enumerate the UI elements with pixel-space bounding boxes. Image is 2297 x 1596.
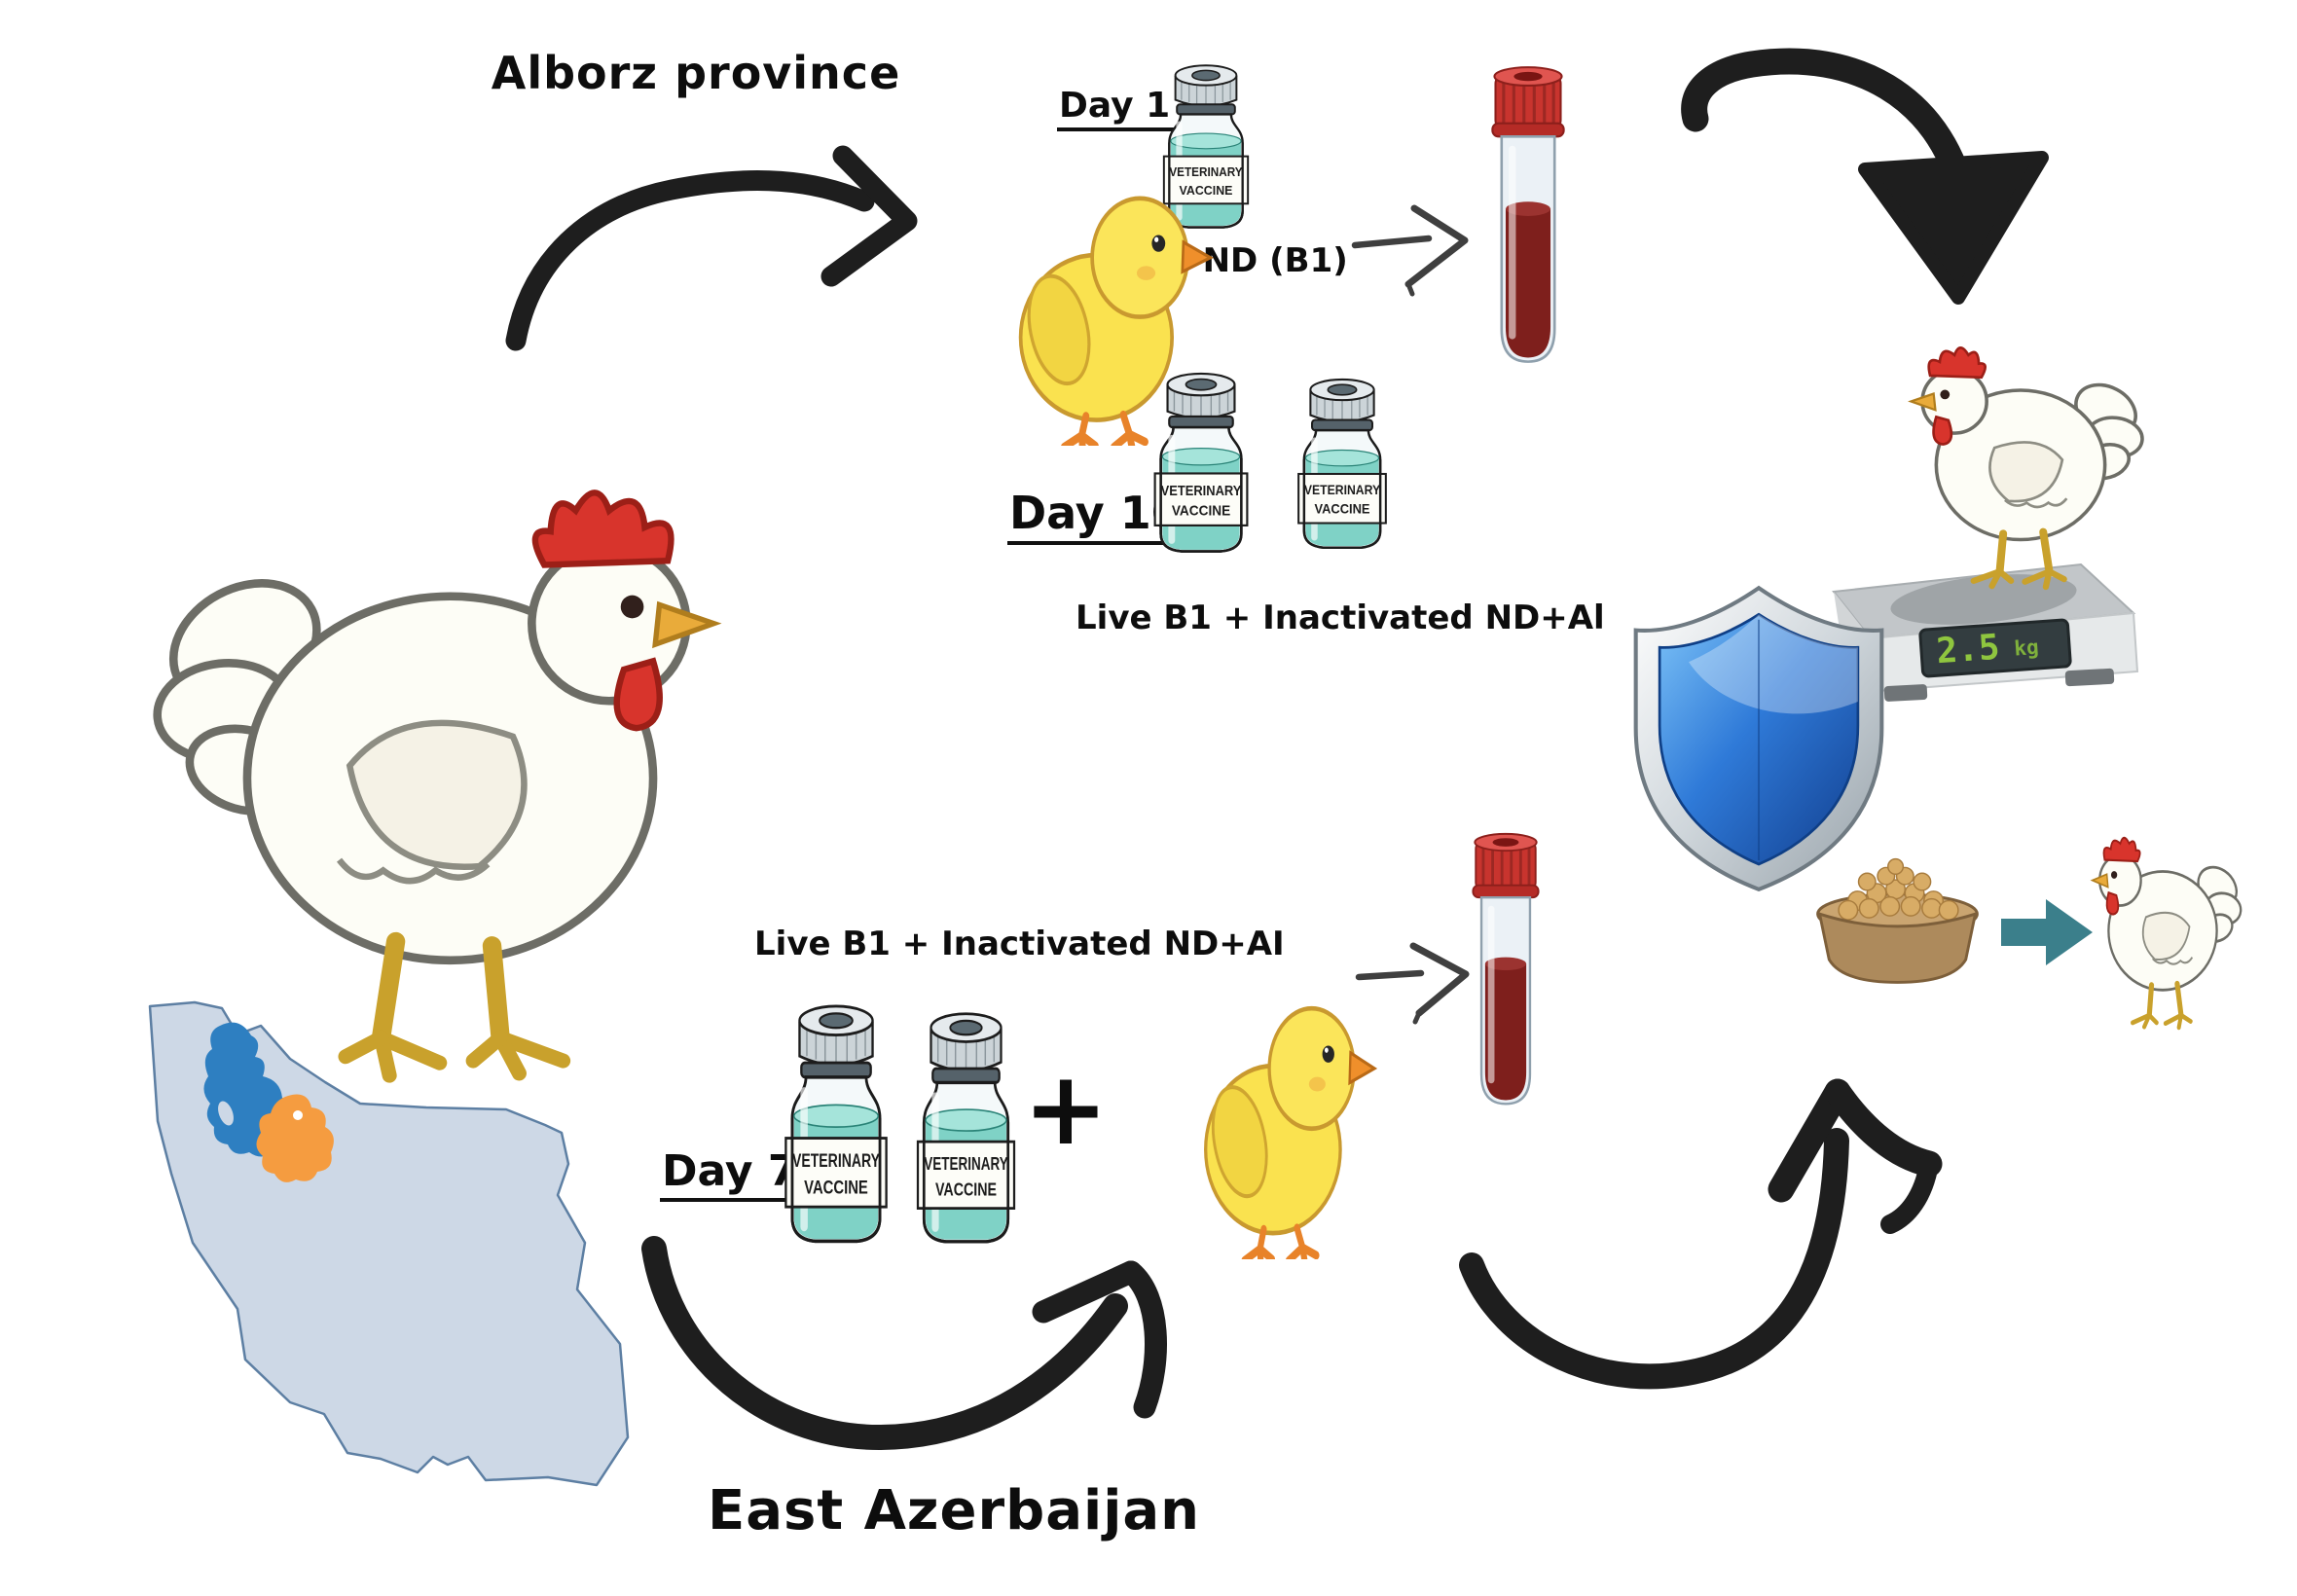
svg-text:VETERINARY: VETERINARY [924, 1153, 1008, 1174]
svg-text:VACCINE: VACCINE [804, 1177, 868, 1198]
arrow-to-blood-top-icon [1351, 204, 1469, 297]
weighing-scale: 2.5 kg [1832, 562, 2139, 702]
map-site-dot [293, 1110, 303, 1120]
day10-label: Day 10 [1007, 487, 1192, 545]
svg-text:VETERINARY: VETERINARY [1169, 164, 1242, 179]
svg-text:VACCINE: VACCINE [1314, 501, 1369, 517]
arrow-sampling-to-outcome-bottom-icon [1459, 1078, 1943, 1390]
arrow-sampling-to-outcome-top-icon [1681, 48, 2049, 305]
svg-text:VACCINE: VACCINE [1172, 504, 1231, 520]
scale-reading-unit: kg [2014, 635, 2040, 661]
arrow-teal-right-icon [2001, 899, 2093, 965]
hen-icon [136, 418, 764, 1130]
svg-text:VACCINE: VACCINE [935, 1179, 997, 1200]
day7-vaccine-label: Live B1 + Inactivated ND+AI [754, 925, 1285, 963]
map-region-alborz [256, 1094, 334, 1182]
plus-sign: + [1023, 1049, 1109, 1168]
chicken-on-scale-icon [1890, 317, 2151, 609]
chick-icon [1183, 985, 1395, 1259]
vaccine-vial-icon: VETERINARY VACCINE [1147, 360, 1256, 568]
lake-urmia [218, 1101, 234, 1126]
arrow-alborz-to-chick-icon [505, 145, 918, 351]
arrow-east-azerbaijan-to-chick-icon [641, 1236, 1167, 1451]
scale-reading-value: 2.5 [1935, 628, 2001, 671]
vaccine-vial-icon: VETERINARY VACCINE [1291, 364, 1394, 566]
day7-label: Day 7 [660, 1146, 808, 1202]
blood-tube-icon [1464, 831, 1548, 1111]
svg-text:VETERINARY: VETERINARY [792, 1150, 880, 1172]
vaccine-vial-icon: VETERINARY VACCINE [1156, 54, 1256, 241]
east-azerbaijan-title: East Azerbaijan [707, 1479, 1201, 1542]
iran-map [148, 1000, 630, 1487]
small-chicken-icon [2079, 814, 2246, 1045]
shield-icon [1620, 580, 1898, 897]
feed-bowl-icon [1816, 857, 1979, 984]
svg-text:VACCINE: VACCINE [1180, 183, 1233, 198]
blood-tube-icon [1485, 64, 1571, 370]
day1-label: Day 1 [1057, 86, 1181, 131]
alborz-province-title: Alborz province [491, 47, 901, 99]
vaccine-vial-icon: VETERINARY VACCINE [777, 998, 895, 1253]
vaccine-vial-icon: VETERINARY VACCINE [909, 1006, 1023, 1253]
svg-text:VETERINARY: VETERINARY [1304, 482, 1381, 497]
day10-vaccine-label: Live B1 + Inactivated ND+Al [1076, 598, 1605, 637]
svg-text:VETERINARY: VETERINARY [1161, 484, 1242, 499]
